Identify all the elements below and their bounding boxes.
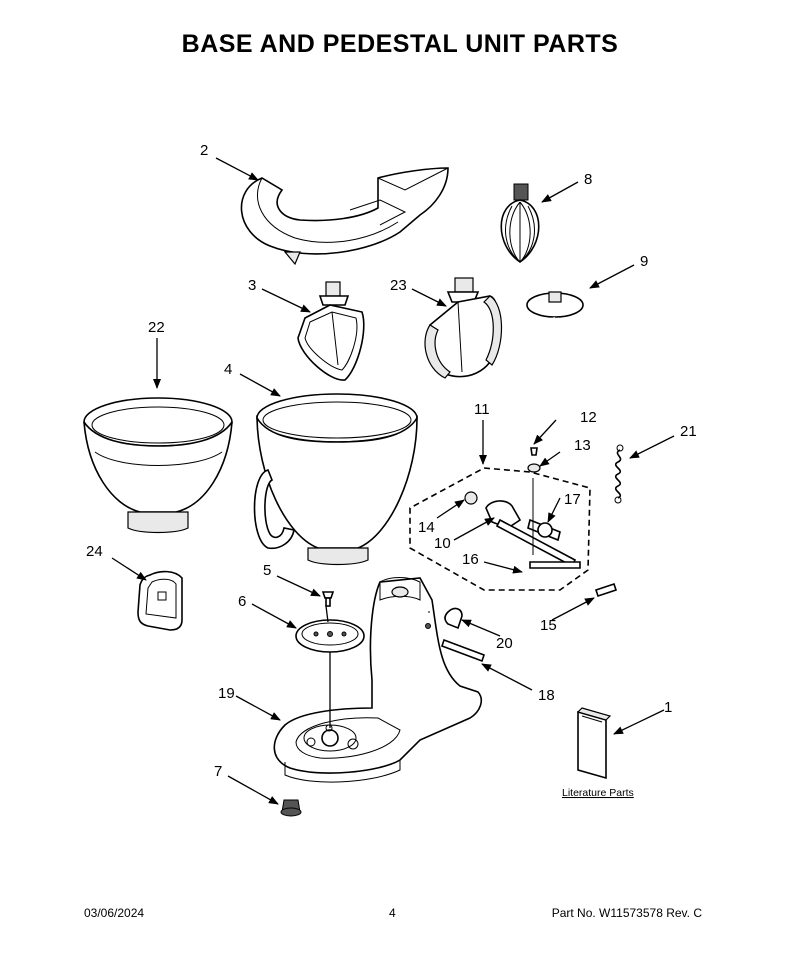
callout-21: 21: [680, 423, 697, 440]
page-title: BASE AND PEDESTAL UNIT PARTS: [181, 30, 619, 58]
callout-19: 19: [218, 685, 235, 702]
callout-2: 2: [200, 142, 208, 159]
clamp-plate-6-part: [295, 619, 365, 653]
callout-22: 22: [148, 319, 165, 336]
callout-3: 3: [248, 277, 256, 294]
callout-17: 17: [564, 491, 581, 508]
callout-14: 14: [418, 519, 435, 536]
footer-page-number: 4: [389, 906, 396, 920]
callout-16: 16: [462, 551, 479, 568]
wire-whip-part: [500, 183, 540, 263]
bowl-22-part: [82, 397, 234, 534]
callout-7: 7: [214, 763, 222, 780]
leader-lines: [111, 157, 675, 805]
callout-23: 23: [390, 277, 407, 294]
foot-7-part: [280, 799, 302, 817]
footer-part-number: Part No. W11573578 Rev. C: [551, 906, 702, 920]
flex-edge-beater-part: [424, 277, 503, 379]
callout-5: 5: [263, 562, 271, 579]
spring-21-part: [614, 444, 624, 504]
callout-8: 8: [584, 171, 592, 188]
hinge-pin-18-part: [440, 638, 486, 663]
callout-24: 24: [86, 543, 103, 560]
pedestal-base-part: [273, 577, 482, 783]
bowl-clamp-plate-part: [137, 570, 183, 631]
callout-10: 10: [434, 535, 451, 552]
callout-4: 4: [224, 361, 232, 378]
literature-parts-label: Literature Parts: [562, 787, 634, 799]
callout-15: 15: [540, 617, 557, 634]
footer-date: 03/06/2024: [84, 906, 145, 920]
screw-5-part: [321, 591, 335, 607]
pouring-shield-part: [240, 167, 449, 266]
callout-12: 12: [580, 409, 597, 426]
subassembly-11-outline: [409, 467, 591, 591]
callout-9: 9: [640, 253, 648, 270]
pin-15-part: [594, 582, 618, 598]
callout-11: 11: [474, 401, 490, 418]
callout-labels: 1 2 3 4 5 6 7 8 9 10 11 12 13 14 15 16 1…: [86, 142, 697, 799]
dough-hook-part: [526, 291, 584, 369]
mixing-bowl-part: [253, 393, 418, 566]
callout-6: 6: [238, 593, 246, 610]
subassembly-11-parts: [464, 447, 581, 569]
callout-18: 18: [538, 687, 555, 704]
flat-beater-part: [297, 281, 365, 381]
callout-1: 1: [664, 699, 672, 716]
hinge-clip-20-part: [444, 607, 463, 630]
literature-booklet-part: [576, 707, 612, 780]
callout-13: 13: [574, 437, 591, 454]
callout-20: 20: [496, 635, 513, 652]
